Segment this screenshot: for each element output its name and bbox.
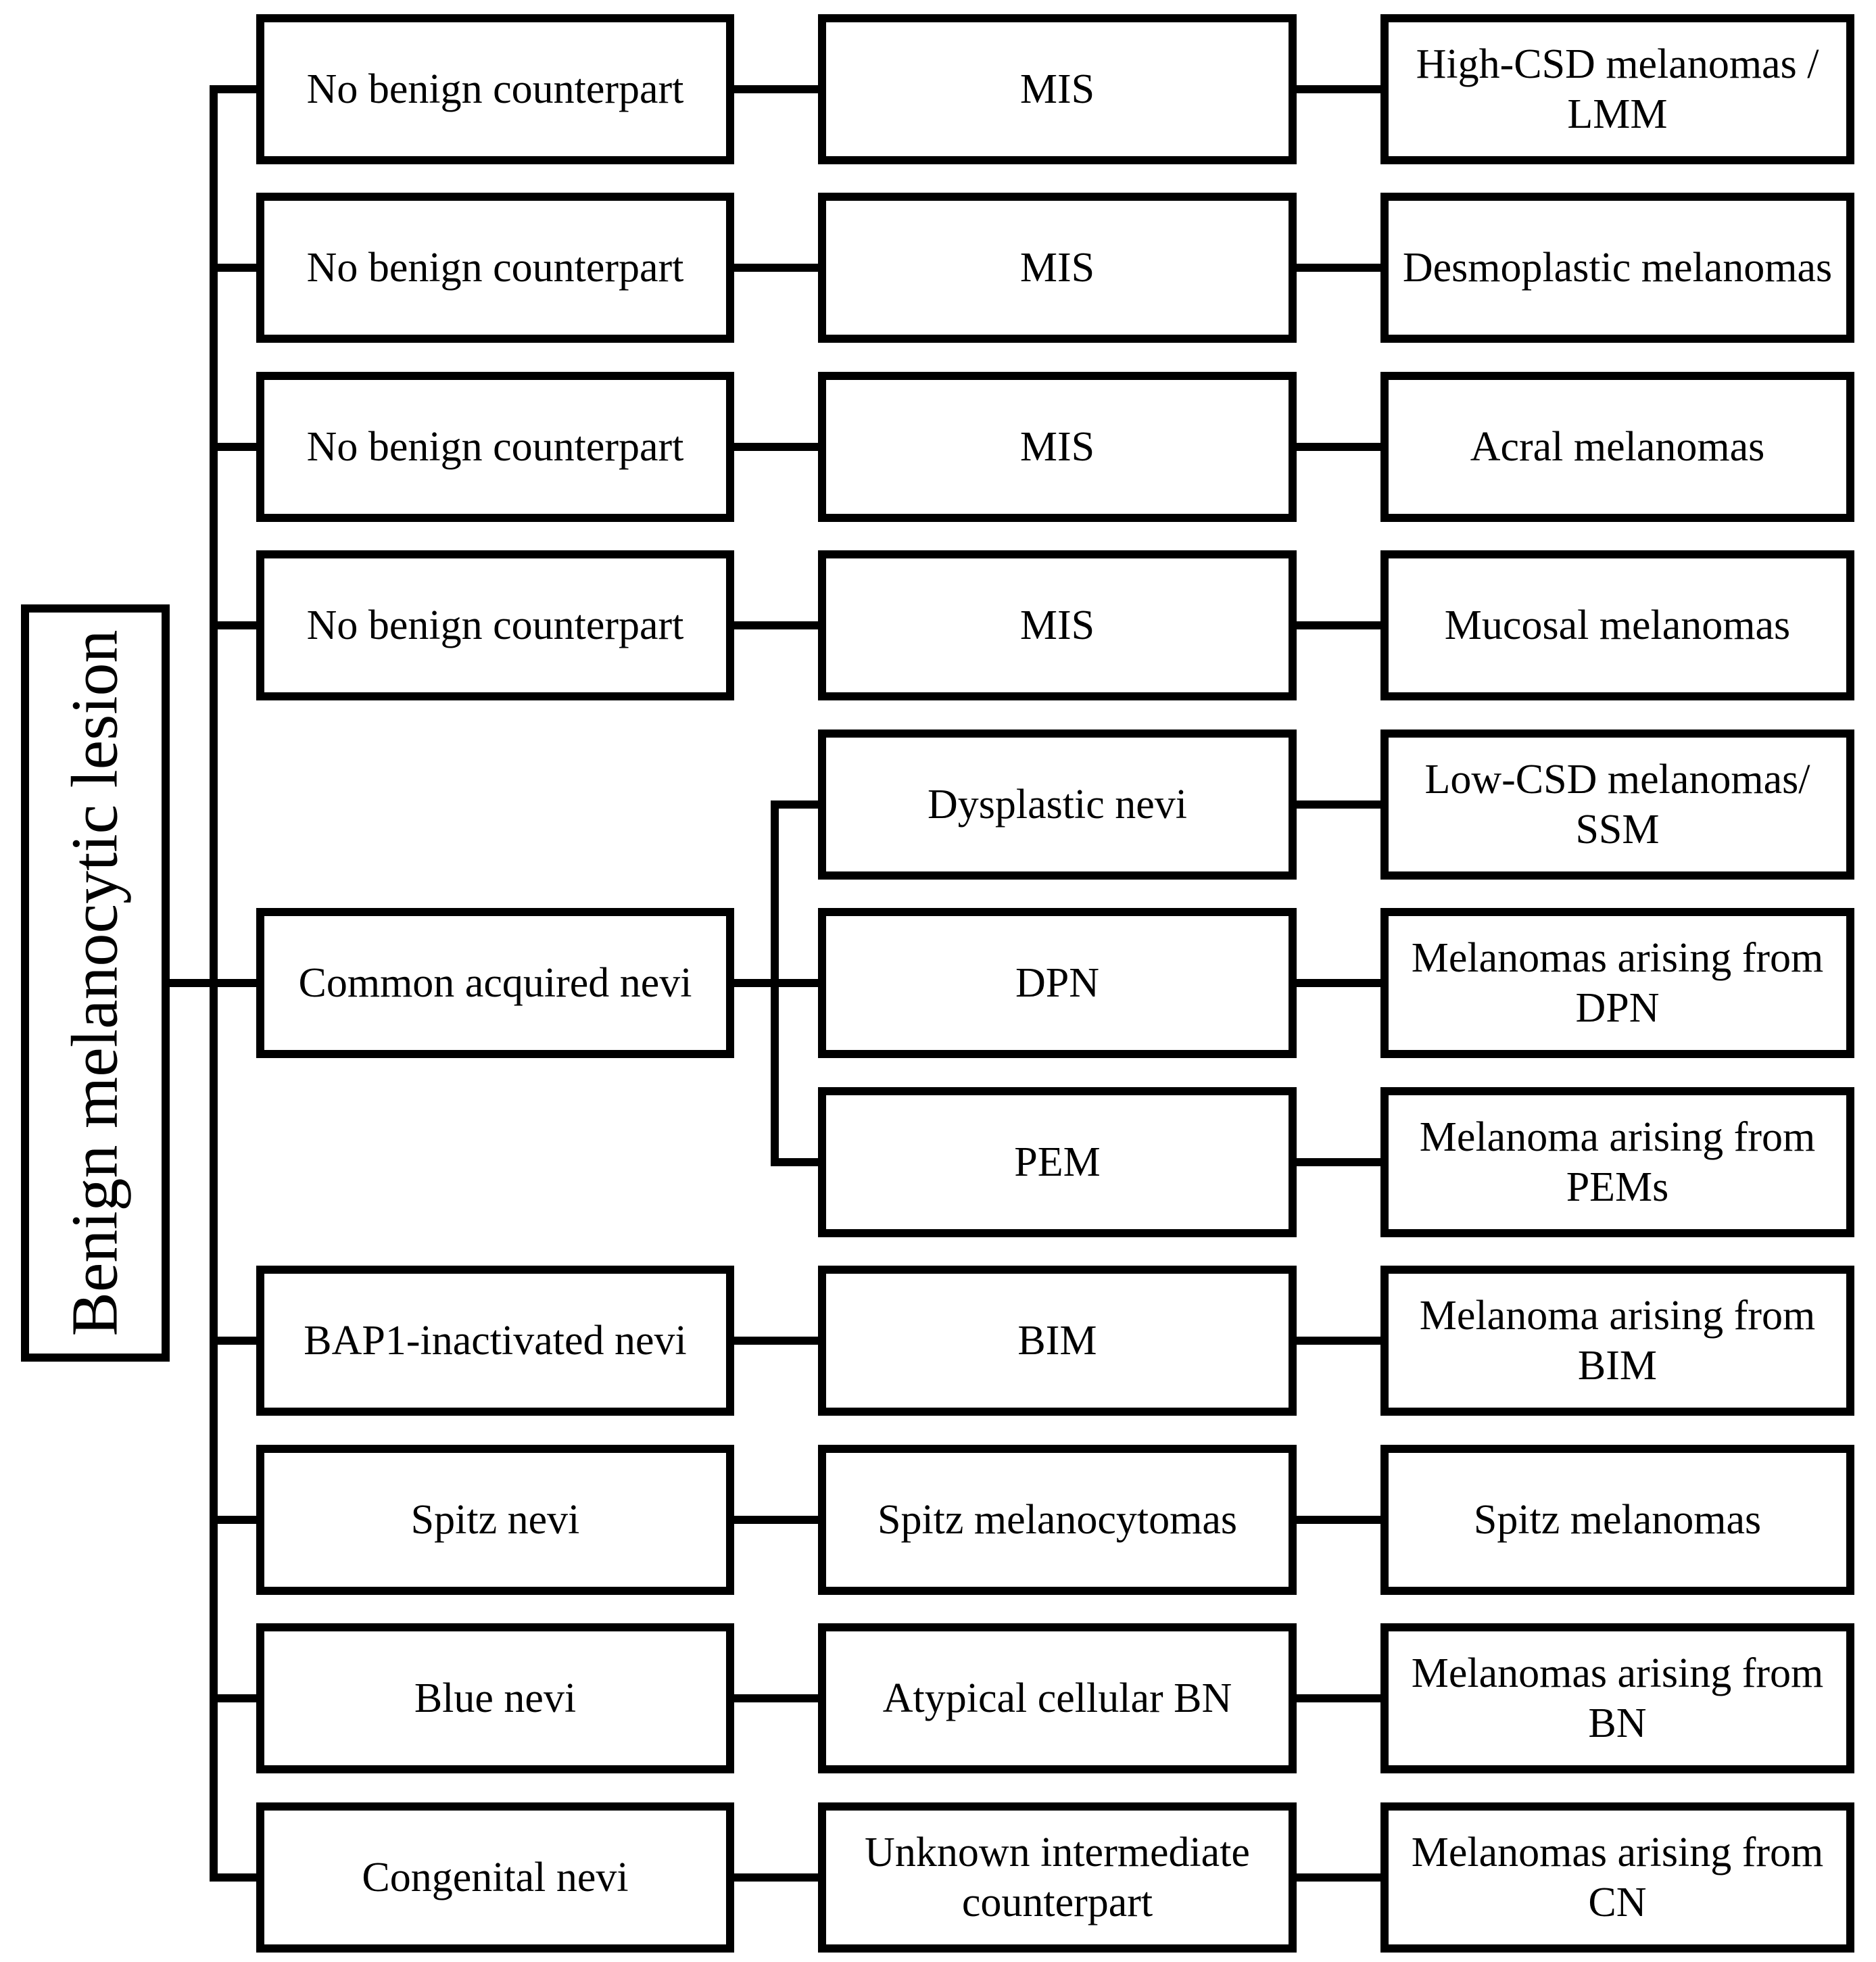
node-label: No benign counterpart: [306, 423, 684, 470]
connector-trunk-row3: [210, 443, 257, 451]
node-label: High-CSD melanomas / LMM: [1416, 41, 1819, 137]
node-label: Spitz melanomas: [1473, 1496, 1762, 1543]
node-bim: BIM: [818, 1266, 1297, 1416]
node-label: MIS: [1019, 602, 1095, 648]
node-label: BAP1-inactivated nevi: [304, 1317, 687, 1364]
node-mucosal-melanomas: Mucosal melanomas: [1380, 550, 1854, 700]
connector-trunk-row8: [210, 1337, 257, 1345]
connector-middle-right-row5: [1297, 800, 1380, 809]
connector-trunk-row4: [210, 621, 257, 629]
node-low-csd-melanomas-ssm: Low-CSD melanomas/ SSM: [1380, 729, 1854, 880]
node-no-benign-counterpart-1: No benign counterpart: [256, 14, 734, 164]
connector-middle-right-row9: [1297, 1516, 1380, 1524]
node-acral-melanomas: Acral melanomas: [1380, 372, 1854, 522]
node-label: Acral melanomas: [1470, 423, 1765, 470]
node-dpn: DPN: [818, 908, 1297, 1058]
node-label: Unknown intermediate counterpart: [865, 1829, 1250, 1925]
node-label: Melanomas arising from BN: [1411, 1650, 1824, 1746]
node-high-csd-melanomas-lmm: High-CSD melanomas / LMM: [1380, 14, 1854, 164]
node-label: Melanomas arising from DPN: [1411, 934, 1824, 1031]
connector-middle-right-row6: [1297, 979, 1380, 987]
node-mis-1: MIS: [818, 14, 1297, 164]
node-label: Spitz nevi: [410, 1496, 580, 1543]
node-label: Atypical cellular BN: [882, 1675, 1232, 1721]
node-label: Mucosal melanomas: [1444, 602, 1791, 648]
node-label: Melanomas arising from CN: [1411, 1829, 1824, 1925]
node-spitz-melanomas: Spitz melanomas: [1380, 1445, 1854, 1595]
node-label: BIM: [1017, 1317, 1097, 1364]
node-melanomas-arising-from-dpn: Melanomas arising from DPN: [1380, 908, 1854, 1058]
connector-root-to-common-acquired-nevi: [169, 979, 257, 987]
node-label: Melanoma arising from BIM: [1419, 1292, 1816, 1389]
root-node-label: Benign melanocytic lesion: [59, 629, 133, 1337]
connector-middle-right-row4: [1297, 621, 1380, 629]
node-label: Common acquired nevi: [298, 959, 692, 1006]
connector-middle-right-row11: [1297, 1873, 1380, 1882]
connector-middle-right-row1: [1297, 85, 1380, 93]
connector-left-middle-row9: [734, 1516, 818, 1524]
node-label: Desmoplastic melanomas: [1402, 244, 1833, 291]
node-label: No benign counterpart: [306, 244, 684, 291]
node-label: Melanoma arising from PEMs: [1419, 1114, 1816, 1210]
node-melanoma-arising-from-pems: Melanoma arising from PEMs: [1380, 1087, 1854, 1237]
connector-trunk-row11: [210, 1873, 257, 1882]
node-melanomas-arising-from-bn: Melanomas arising from BN: [1380, 1623, 1854, 1773]
connector-trunk-row1: [210, 85, 257, 93]
node-label: Dysplastic nevi: [928, 781, 1187, 828]
connector-branch-pem: [771, 1158, 818, 1166]
node-label: Blue nevi: [414, 1675, 577, 1721]
branch-trunk-line: [771, 800, 779, 1166]
connector-left-middle-row11: [734, 1873, 818, 1882]
connector-left-middle-row1: [734, 85, 818, 93]
node-desmoplastic-melanomas: Desmoplastic melanomas: [1380, 193, 1854, 343]
node-label: Spitz melanocytomas: [877, 1496, 1238, 1543]
node-label: MIS: [1019, 66, 1095, 112]
connector-middle-right-row7: [1297, 1158, 1380, 1166]
node-atypical-cellular-bn: Atypical cellular BN: [818, 1623, 1297, 1773]
connector-middle-right-row10: [1297, 1694, 1380, 1702]
connector-left-middle-row2: [734, 264, 818, 272]
connector-trunk-row2: [210, 264, 257, 272]
node-no-benign-counterpart-4: No benign counterpart: [256, 550, 734, 700]
connector-middle-right-row8: [1297, 1337, 1380, 1345]
node-melanoma-arising-from-bim: Melanoma arising from BIM: [1380, 1266, 1854, 1416]
connector-left-middle-row8: [734, 1337, 818, 1345]
node-dysplastic-nevi: Dysplastic nevi: [818, 729, 1297, 880]
node-pem: PEM: [818, 1087, 1297, 1237]
connector-left-middle-row3: [734, 443, 818, 451]
connector-trunk-row10: [210, 1694, 257, 1702]
node-label: MIS: [1019, 244, 1095, 291]
node-label: No benign counterpart: [306, 602, 684, 648]
node-label: PEM: [1014, 1139, 1101, 1185]
node-spitz-melanocytomas: Spitz melanocytomas: [818, 1445, 1297, 1595]
node-label: DPN: [1015, 959, 1100, 1006]
node-blue-nevi: Blue nevi: [256, 1623, 734, 1773]
node-unknown-intermediate-counterpart: Unknown intermediate counterpart: [818, 1802, 1297, 1953]
connector-middle-right-row3: [1297, 443, 1380, 451]
node-mis-2: MIS: [818, 193, 1297, 343]
connector-middle-right-row2: [1297, 264, 1380, 272]
node-bap1-inactivated-nevi: BAP1-inactivated nevi: [256, 1266, 734, 1416]
node-label: Congenital nevi: [362, 1854, 629, 1900]
connector-trunk-row9: [210, 1516, 257, 1524]
node-label: MIS: [1019, 423, 1095, 470]
node-spitz-nevi: Spitz nevi: [256, 1445, 734, 1595]
node-congenital-nevi: Congenital nevi: [256, 1802, 734, 1953]
node-mis-3: MIS: [818, 372, 1297, 522]
node-melanomas-arising-from-cn: Melanomas arising from CN: [1380, 1802, 1854, 1953]
node-no-benign-counterpart-3: No benign counterpart: [256, 372, 734, 522]
node-mis-4: MIS: [818, 550, 1297, 700]
connector-branch-dysplastic-nevi: [771, 800, 818, 809]
node-no-benign-counterpart-2: No benign counterpart: [256, 193, 734, 343]
node-label: No benign counterpart: [306, 66, 684, 112]
connector-left-middle-row10: [734, 1694, 818, 1702]
node-common-acquired-nevi: Common acquired nevi: [256, 908, 734, 1058]
root-node-benign-melanocytic-lesion: Benign melanocytic lesion: [21, 604, 170, 1362]
connector-left-middle-row4: [734, 621, 818, 629]
node-label: Low-CSD melanomas/ SSM: [1424, 756, 1810, 853]
